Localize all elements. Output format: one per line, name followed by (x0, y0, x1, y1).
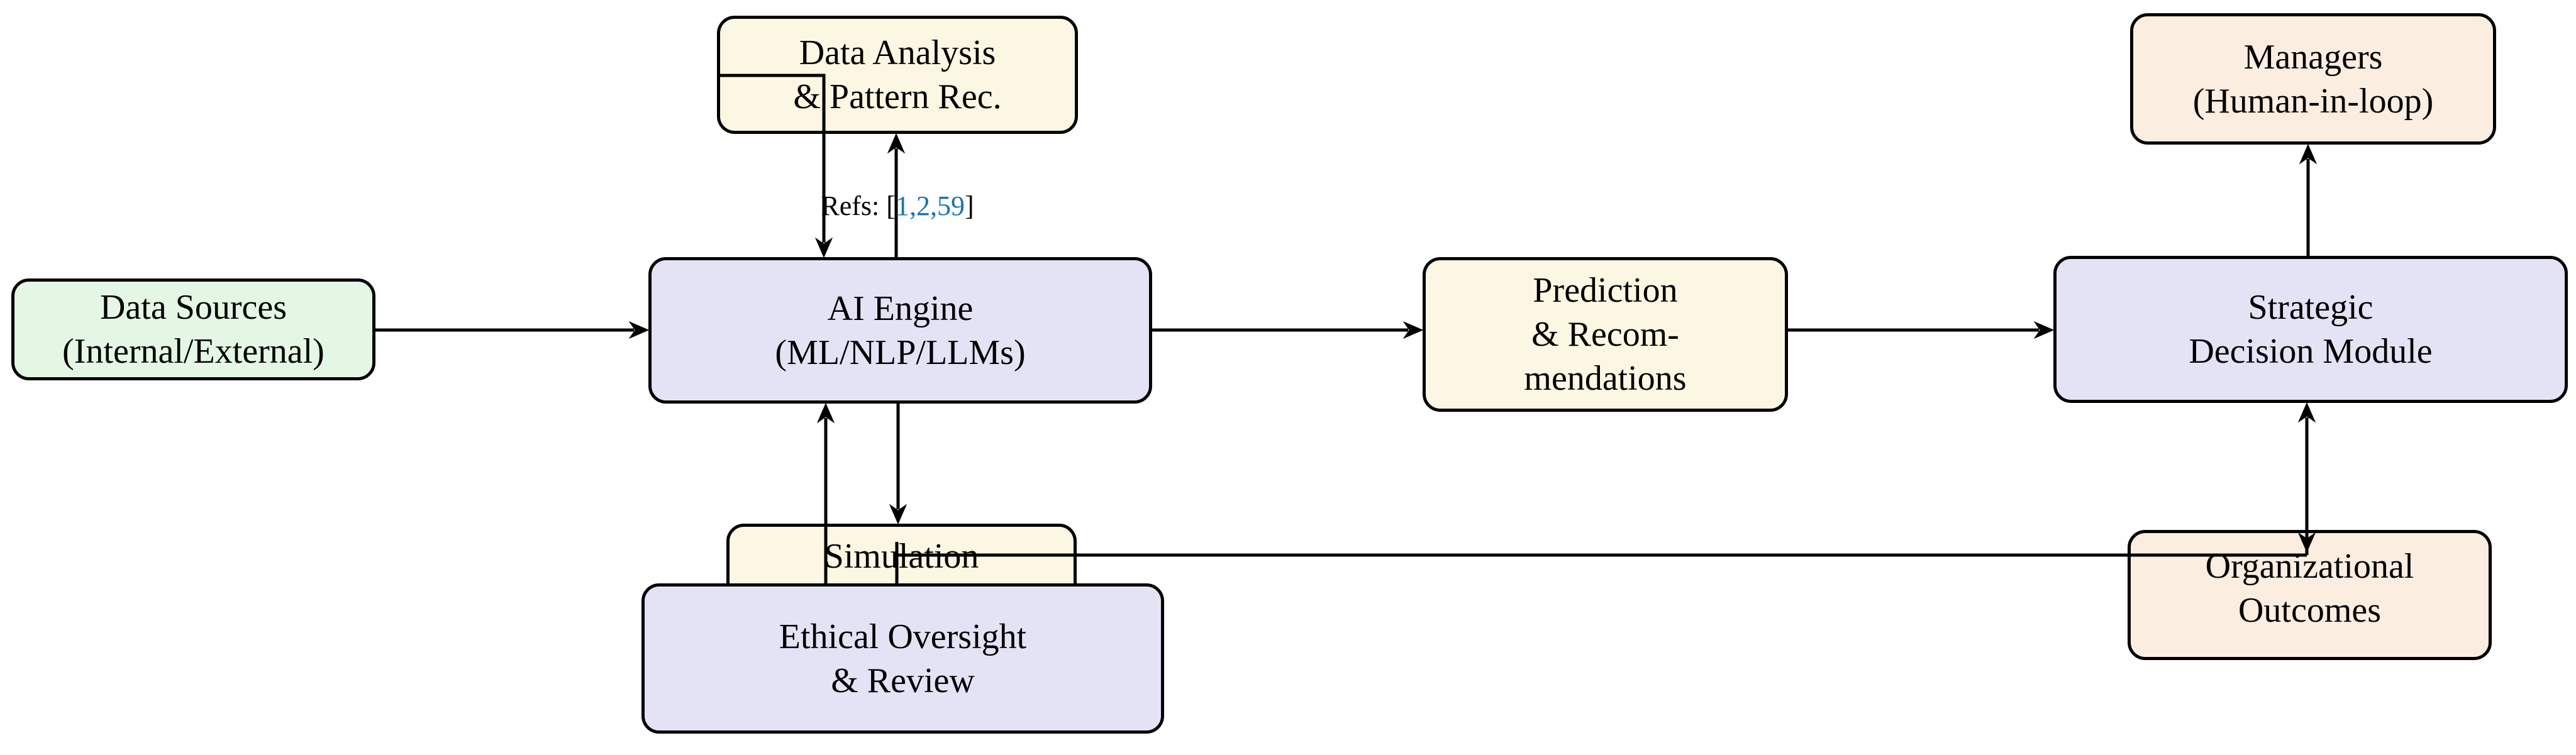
arrowhead-up (816, 402, 835, 424)
node-managers: Managers(Human-in-loop) (2130, 13, 2496, 145)
arrowhead-down (814, 237, 833, 258)
node-data-analysis: Data Analysis & Pattern Rec. (717, 16, 1078, 134)
node-label-line: Prediction (1533, 271, 1678, 310)
edge-ai-engine-to-simulation (889, 404, 908, 525)
edge-prediction-to-strategic (1788, 321, 2055, 339)
citation-suffix: ] (964, 190, 974, 221)
arrowhead-right (1402, 321, 1424, 339)
node-ai-engine: AI Engine (ML/NLP/LLMs) (648, 257, 1152, 404)
node-label-line: AI Engine (827, 289, 974, 328)
node-label-line: (ML/NLP/LLMs) (775, 333, 1026, 372)
citation-links[interactable]: 1,2,59 (895, 190, 965, 221)
node-label-line: Decision Module (2189, 332, 2433, 371)
arrowhead-up (887, 133, 906, 154)
edge-data-sources-to-ai-engine (375, 321, 650, 339)
node-label-line: Data Sources (99, 288, 287, 327)
arrowhead-right (2033, 321, 2055, 339)
node-label-line: Ethical Oversight (779, 617, 1027, 656)
node-prediction: Prediction & Recom-mendations (1423, 257, 1788, 412)
citation-label: Refs: [1,2,59] (821, 191, 974, 221)
node-label-line: (Internal/External) (62, 332, 325, 371)
node-label-line: mendations (1524, 359, 1687, 398)
node-data-sources: Data Sources (Internal/External) (11, 278, 375, 380)
edge-ai-engine-to-prediction (1152, 321, 1424, 339)
node-label-line: & Recom- (1531, 315, 1679, 354)
arrowhead-right (628, 321, 650, 339)
citation-prefix: Refs: [ (821, 190, 896, 221)
node-label-line: Organizational (2205, 547, 2414, 586)
node-label-line: Outcomes (2238, 591, 2382, 630)
node-label-line: & Review (831, 661, 975, 700)
node-label-line: Managers (2243, 37, 2383, 77)
node-label-line: & Pattern Rec. (793, 77, 1002, 116)
node-label-line: (Human-in-loop) (2192, 81, 2434, 121)
node-ethical-oversight: Ethical Oversight & Review (641, 583, 1164, 734)
arrowhead-up (2299, 143, 2318, 165)
node-label-line: Simulation (824, 537, 979, 576)
node-label-line: Strategic (2248, 288, 2373, 327)
edge-strategic-to-managers (2299, 143, 2318, 256)
arrowhead-up (2297, 402, 2316, 423)
arrowhead-down (889, 504, 908, 525)
node-label-line: Data Analysis (799, 33, 996, 72)
